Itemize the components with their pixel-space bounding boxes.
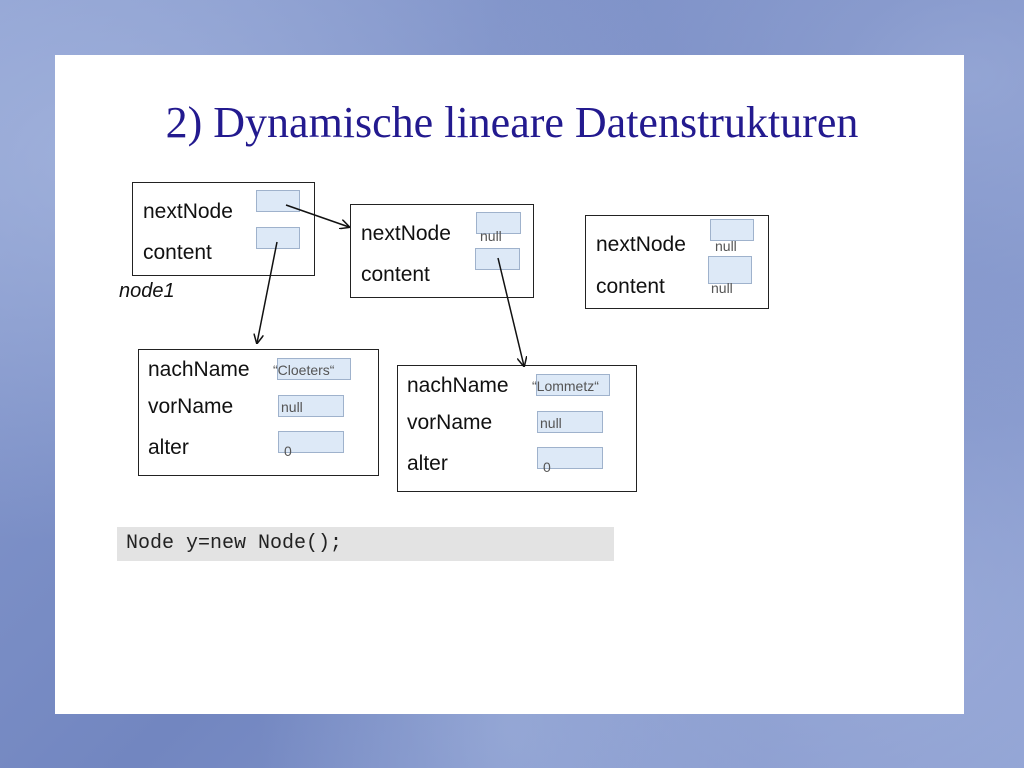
node3-content-value: null (711, 280, 733, 296)
node3-content-slot (708, 256, 752, 284)
person2-nachname-value: “Lommetz“ (532, 378, 599, 394)
slide-title: 2) Dynamische lineare Datenstrukturen (165, 98, 859, 147)
person2-alter-slot (537, 447, 603, 469)
person2-nachname-label: nachName (407, 374, 509, 397)
person2-nachname-slot (536, 374, 610, 396)
person1-nachname-value: “Cloeters“ (273, 362, 335, 378)
person2-alter-label: alter (407, 452, 448, 475)
person1-vorname-label: vorName (148, 395, 234, 418)
node3-content-label: content (596, 275, 665, 298)
node1-content-slot (256, 227, 300, 249)
person1-alter-value: 0 (284, 443, 292, 459)
person1-alter-label: alter (148, 436, 189, 459)
node1-content-label: content (143, 241, 212, 264)
arrow-node1-to-person1 (257, 241, 278, 343)
arrow-node2-to-person2 (497, 257, 524, 366)
person1-nachname-label: nachName (148, 358, 250, 381)
person1-alter-slot (278, 431, 344, 453)
person1-nachname-slot (277, 358, 351, 380)
arrow-node1-to-node2 (285, 204, 349, 227)
node2-content-label: content (361, 263, 430, 286)
person2-alter-value: 0 (543, 459, 551, 475)
person1-vorname-value: null (281, 399, 303, 415)
node1-nextnode-label: nextNode (143, 200, 233, 223)
node2-nextnode-value: null (480, 228, 502, 244)
node1-label: node1 (119, 280, 175, 302)
node3-nextnode-label: nextNode (596, 233, 686, 256)
node3-nextnode-value: null (715, 238, 737, 254)
node2-nextnode-label: nextNode (361, 222, 451, 245)
person1-vorname-slot (278, 395, 344, 417)
person2-vorname-value: null (540, 415, 562, 431)
person2-vorname-slot (537, 411, 603, 433)
node3-nextnode-slot (710, 219, 754, 241)
node2-nextnode-slot (476, 212, 521, 234)
person2-vorname-label: vorName (407, 411, 493, 434)
code-snippet: Node y=new Node(); (117, 527, 614, 561)
